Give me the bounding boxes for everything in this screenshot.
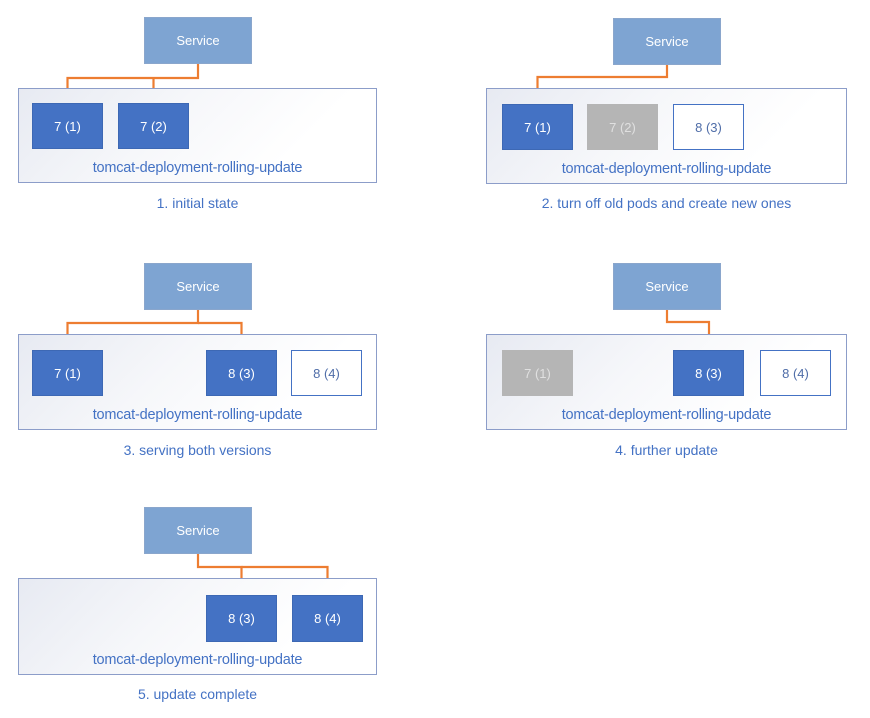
traffic-arrows (532, 65, 669, 105)
pod-7-2: 7 (2) (118, 103, 189, 149)
service-label: Service (176, 33, 220, 48)
deployment-label: tomcat-deployment-rolling-update (92, 407, 303, 423)
panel-caption: 3. serving both versions (123, 442, 272, 458)
pod-7-2: 7 (2) (587, 104, 658, 150)
service-label: Service (176, 523, 220, 538)
service-box: Service (144, 17, 252, 64)
deployment-label: tomcat-deployment-rolling-update (92, 160, 303, 176)
pod-8-4: 8 (4) (291, 350, 362, 396)
pod-8-3: 8 (3) (206, 350, 277, 396)
panel-caption: 5. update complete (137, 686, 258, 702)
pod-8-4: 8 (4) (760, 350, 831, 396)
service-label: Service (645, 34, 689, 49)
pod-8-3: 8 (3) (206, 595, 277, 642)
pod-8-4: 8 (4) (292, 595, 363, 642)
service-box: Service (613, 263, 721, 310)
panel-caption: 4. further update (615, 442, 718, 458)
service-box: Service (144, 263, 252, 310)
service-label: Service (176, 279, 220, 294)
traffic-arrow (62, 64, 200, 104)
service-box: Service (613, 18, 721, 65)
pod-8-3: 8 (3) (673, 350, 744, 396)
pod-7-1: 7 (1) (32, 350, 103, 396)
pod-7-1: 7 (1) (32, 103, 103, 149)
traffic-arrow (665, 310, 715, 350)
panel-caption: 2. turn off old pods and create new ones (541, 195, 792, 211)
pod-7-1: 7 (1) (502, 350, 573, 396)
panel-further-update: Service tomcat-deployment-rolling-update… (435, 240, 870, 480)
deployment-label: tomcat-deployment-rolling-update (92, 652, 303, 668)
traffic-arrow (196, 554, 247, 595)
panel-caption: 1. initial state (156, 195, 239, 211)
service-label: Service (645, 279, 689, 294)
panel-update-complete: Service tomcat-deployment-rolling-update… (0, 480, 435, 718)
deployment-label: tomcat-deployment-rolling-update (561, 407, 772, 423)
traffic-arrow (62, 310, 200, 350)
traffic-arrows (665, 310, 715, 350)
service-box: Service (144, 507, 252, 554)
pod-7-1: 7 (1) (502, 104, 573, 150)
pod-8-3: 8 (3) (673, 104, 744, 150)
deployment-label: tomcat-deployment-rolling-update (561, 161, 772, 177)
panel-initial-state: Service tomcat-deployment-rolling-update… (0, 0, 435, 240)
panel-turn-off-old-pods: Service tomcat-deployment-rolling-update… (435, 0, 870, 240)
panel-serving-both-versions: Service tomcat-deployment-rolling-update… (0, 240, 435, 480)
traffic-arrow (532, 65, 669, 105)
